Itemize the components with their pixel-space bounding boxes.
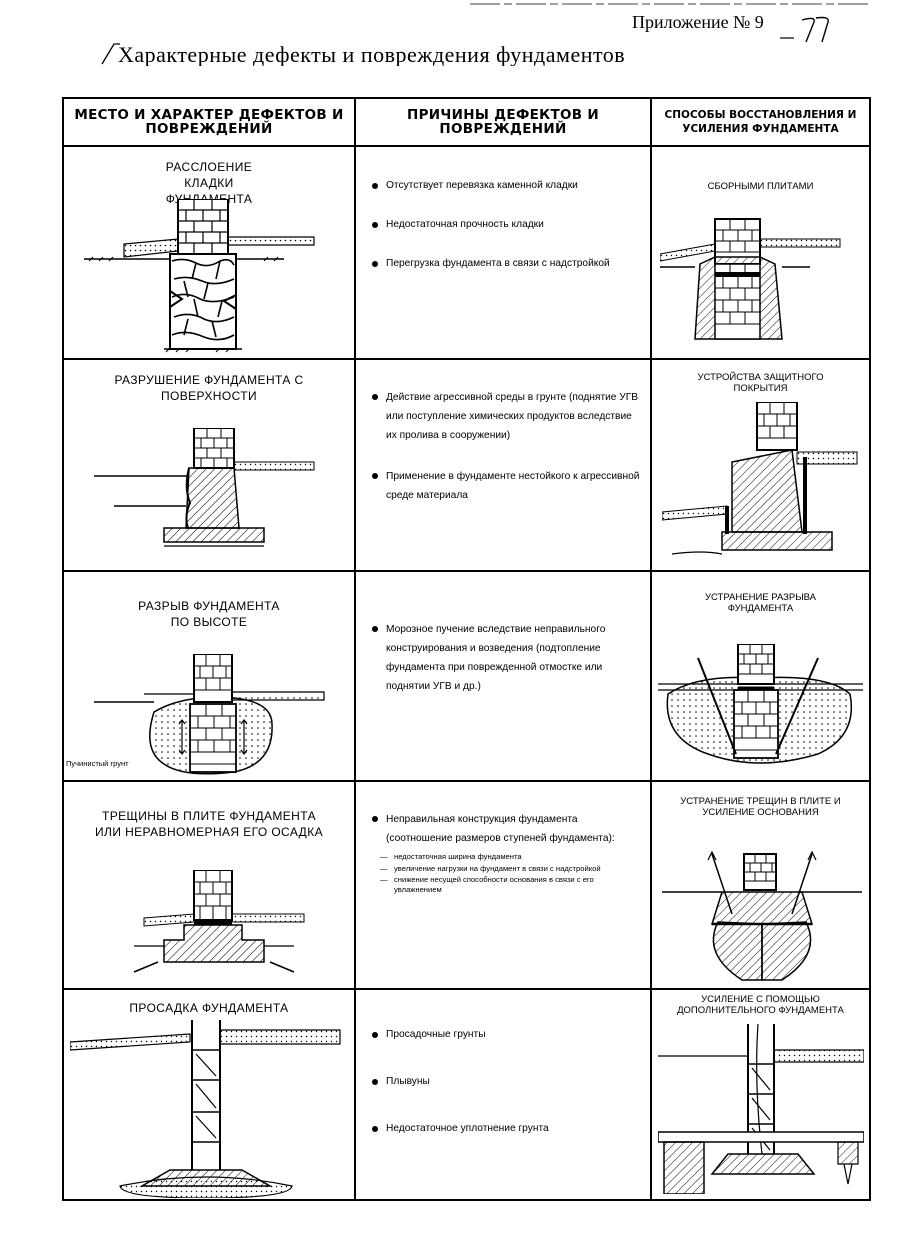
cause-item: Отсутствует перевязка каменной кладки	[370, 177, 642, 194]
remedy-title: СБОРНЫМИ ПЛИТАМИ	[707, 181, 814, 192]
causes-cell: Отсутствует перевязка каменной кладки Не…	[354, 145, 652, 360]
remedy-title: УСТРАНЕНИЕ ТРЕЩИН В ПЛИТЕ И УСИЛЕНИЕ ОСН…	[680, 796, 841, 818]
defect-cell: РАССЛОЕНИЕ КЛАДКИ ФУНДАМЕНТА	[62, 145, 356, 360]
bullet-icon	[372, 183, 378, 189]
surface-destruction-drawing	[94, 428, 315, 547]
remedy-cell: УСТРАНЕНИЕ РАЗРЫВА ФУНДАМЕНТА	[650, 570, 871, 782]
subcause-item: —недостаточная ширина фундамента	[380, 852, 522, 861]
remedy-title: УСТРАНЕНИЕ РАЗРЫВА ФУНДАМЕНТА	[704, 592, 817, 614]
bullet-icon	[372, 1126, 378, 1132]
defect-cell: РАЗРЫВ ФУНДАМЕНТА ПО ВЫСОТЕ Пучинистый г…	[62, 570, 356, 782]
additional-foundation-drawing	[658, 1024, 864, 1194]
bullet-icon	[372, 473, 378, 479]
handwritten-mark	[101, 43, 120, 65]
bullet-icon	[372, 394, 378, 400]
bullet-icon	[372, 816, 378, 822]
slab-crack-drawing	[133, 870, 305, 973]
remedy-cell: УСИЛЕНИЕ С ПОМОЩЬЮ ДОПОЛНИТЕЛЬНОГО ФУНДА…	[650, 988, 871, 1201]
bullet-icon	[372, 1079, 378, 1085]
table-row: ПРОСАДКА ФУНДАМЕНТА Просадочные грунты П…	[62, 988, 871, 1201]
subsidence-drawing	[70, 1020, 341, 1198]
cause-item: Морозное пучение вследствие неправильног…	[370, 620, 642, 696]
table-row: РАЗРЫВ ФУНДАМЕНТА ПО ВЫСОТЕ Пучинистый г…	[62, 570, 871, 782]
cause-item: Просадочные грунты	[370, 1026, 642, 1043]
bullet-icon	[372, 261, 378, 267]
remedy-cell: УСТРАНЕНИЕ ТРЕЩИН В ПЛИТЕ И УСИЛЕНИЕ ОСН…	[650, 780, 871, 990]
remedy-cell: СБОРНЫМИ ПЛИТАМИ	[650, 145, 871, 360]
remedy-title: УСТРОЙСТВА ЗАЩИТНОГО ПОКРЫТИЯ	[697, 372, 824, 394]
defect-cell: ТРЕЩИНЫ В ПЛИТЕ ФУНДАМЕНТА ИЛИ НЕРАВНОМЕ…	[62, 780, 356, 990]
frost-heave-rupture-drawing	[94, 654, 325, 775]
cause-item: Применение в фундаменте нестойкого к агр…	[370, 467, 642, 505]
causes-cell: Просадочные грунты Плывуны Недостаточное…	[354, 988, 652, 1201]
bullet-icon	[372, 222, 378, 228]
subcause-item: —увеличение нагрузки на фундамент в связ…	[380, 863, 601, 873]
defect-title: ПРОСАДКА ФУНДАМЕНТА	[129, 1001, 289, 1015]
handwritten-mark	[780, 16, 829, 43]
cause-item: Недостаточное уплотнение грунта	[370, 1120, 642, 1137]
causes-cell: Морозное пучение вследствие неправильног…	[354, 570, 652, 782]
causes-cell: Неправильная конструкция фундамента (соо…	[354, 780, 652, 990]
defects-table: МЕСТО И ХАРАКТЕР ДЕФЕКТОВ И ПОВРЕЖДЕНИЙ …	[62, 97, 871, 1201]
subcause-item: —снижение несущей способности основания …	[380, 875, 594, 894]
cause-item: Плывуны	[370, 1073, 642, 1090]
precast-slab-repair-drawing	[660, 218, 841, 340]
defect-title: РАЗРЫВ ФУНДАМЕНТА ПО ВЫСОТЕ	[138, 599, 280, 629]
table-row: РАЗРУШЕНИЕ ФУНДАМЕНТА С ПОВЕРХНОСТИ Дейс	[62, 358, 871, 572]
protective-coating-drawing	[662, 402, 858, 555]
remedy-cell: УСТРОЙСТВА ЗАЩИТНОГО ПОКРЫТИЯ	[650, 358, 871, 572]
cause-item: Недостаточная прочность кладки	[370, 216, 642, 233]
crack-repair-drawing	[662, 850, 862, 981]
column-header-remedies: СПОСОБЫ ВОССТАНОВЛЕНИЯ И УСИЛЕНИЯ ФУНДАМ…	[650, 97, 871, 147]
document-title: Характерные дефекты и повреждения фундам…	[118, 42, 626, 66]
causes-cell: Действие агрессивной среды в грунте (под…	[354, 358, 652, 572]
column-header-defects: МЕСТО И ХАРАКТЕР ДЕФЕКТОВ И ПОВРЕЖДЕНИЙ	[62, 97, 356, 147]
scan-line	[470, 3, 870, 5]
table-row: РАССЛОЕНИЕ КЛАДКИ ФУНДАМЕНТА	[62, 145, 871, 360]
defect-cell: ПРОСАДКА ФУНДАМЕНТА	[62, 988, 356, 1201]
bullet-icon	[372, 1032, 378, 1038]
table-row: ТРЕЩИНЫ В ПЛИТЕ ФУНДАМЕНТА ИЛИ НЕРАВНОМЕ…	[62, 780, 871, 990]
masonry-delamination-drawing	[84, 199, 315, 353]
cause-item: Перегрузка фундамента в связи с надстрой…	[370, 255, 642, 272]
soil-label: Пучинистый грунт	[66, 759, 129, 768]
cause-item: Неправильная конструкция фундамента (соо…	[370, 810, 642, 848]
defect-title: ТРЕЩИНЫ В ПЛИТЕ ФУНДАМЕНТА ИЛИ НЕРАВНОМЕ…	[95, 809, 323, 839]
defect-cell: РАЗРУШЕНИЕ ФУНДАМЕНТА С ПОВЕРХНОСТИ	[62, 358, 356, 572]
table-header-row: МЕСТО И ХАРАКТЕР ДЕФЕКТОВ И ПОВРЕЖДЕНИЙ …	[62, 97, 871, 147]
appendix-label: Приложение № 9	[632, 12, 764, 32]
cause-item: Действие агрессивной среды в грунте (под…	[370, 388, 642, 445]
bullet-icon	[372, 626, 378, 632]
defect-title: РАЗРУШЕНИЕ ФУНДАМЕНТА С ПОВЕРХНОСТИ	[114, 373, 304, 403]
column-header-causes: ПРИЧИНЫ ДЕФЕКТОВ И ПОВРЕЖДЕНИЙ	[354, 97, 652, 147]
rupture-repair-drawing	[658, 644, 863, 764]
remedy-title: УСИЛЕНИЕ С ПОМОЩЬЮ ДОПОЛНИТЕЛЬНОГО ФУНДА…	[677, 994, 844, 1016]
